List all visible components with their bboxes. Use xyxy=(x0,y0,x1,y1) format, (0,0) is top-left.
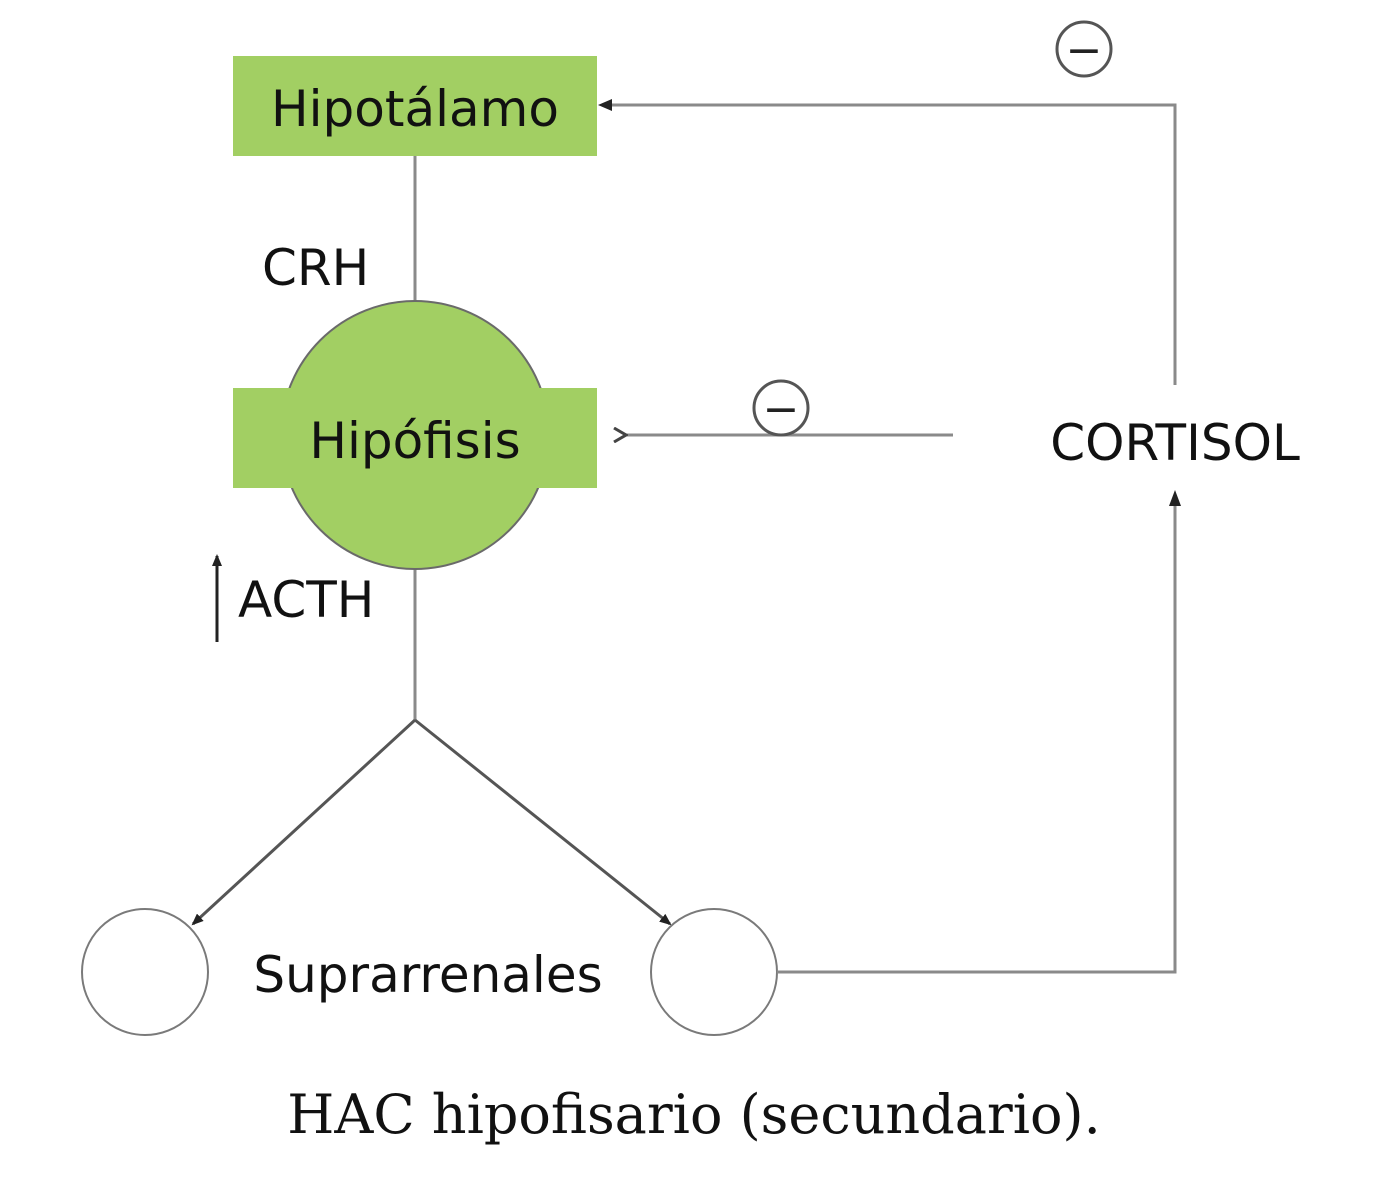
cortisol-input-arrowhead-icon xyxy=(1169,490,1181,506)
figure-caption: HAC hipofisario (secundario). xyxy=(287,1083,1101,1146)
pituitary-inhibition-icon: − xyxy=(752,379,810,437)
hypothalamus-inhibition-circle xyxy=(1055,20,1113,78)
acth-label: ACTH xyxy=(238,571,374,629)
hypothalamus-feedback-arrowhead-icon xyxy=(598,99,612,111)
cortisol-feedback-hypothalamus-line xyxy=(605,103,1177,385)
hypothalamus-inhibition-icon: − xyxy=(1055,20,1113,78)
crh-label: CRH xyxy=(262,239,369,297)
pituitary-band xyxy=(233,388,597,488)
cortisol-label: CORTISOL xyxy=(1050,414,1300,472)
hypothalamus-box xyxy=(233,56,597,156)
adrenal-to-cortisol-connector xyxy=(777,500,1177,974)
right-adrenal-circle xyxy=(650,908,778,1036)
pituitary-inhibition-sign: − xyxy=(763,384,800,435)
pituitary-node: Hipófisis xyxy=(233,300,597,570)
left-adrenal-circle xyxy=(81,908,209,1036)
hypothalamus-node: Hipotálamo xyxy=(233,56,597,156)
hypothalamus-label: Hipotálamo xyxy=(271,80,559,138)
hypothalamus-inhibition-sign: − xyxy=(1066,25,1103,76)
adrenals-label: Suprarrenales xyxy=(253,946,602,1004)
acth-arrow-left-adrenal xyxy=(191,718,417,926)
acth-arrow-right-adrenal xyxy=(414,718,672,926)
pituitary-label: Hipófisis xyxy=(309,412,520,470)
pituitary-inhibition-circle xyxy=(752,379,810,437)
